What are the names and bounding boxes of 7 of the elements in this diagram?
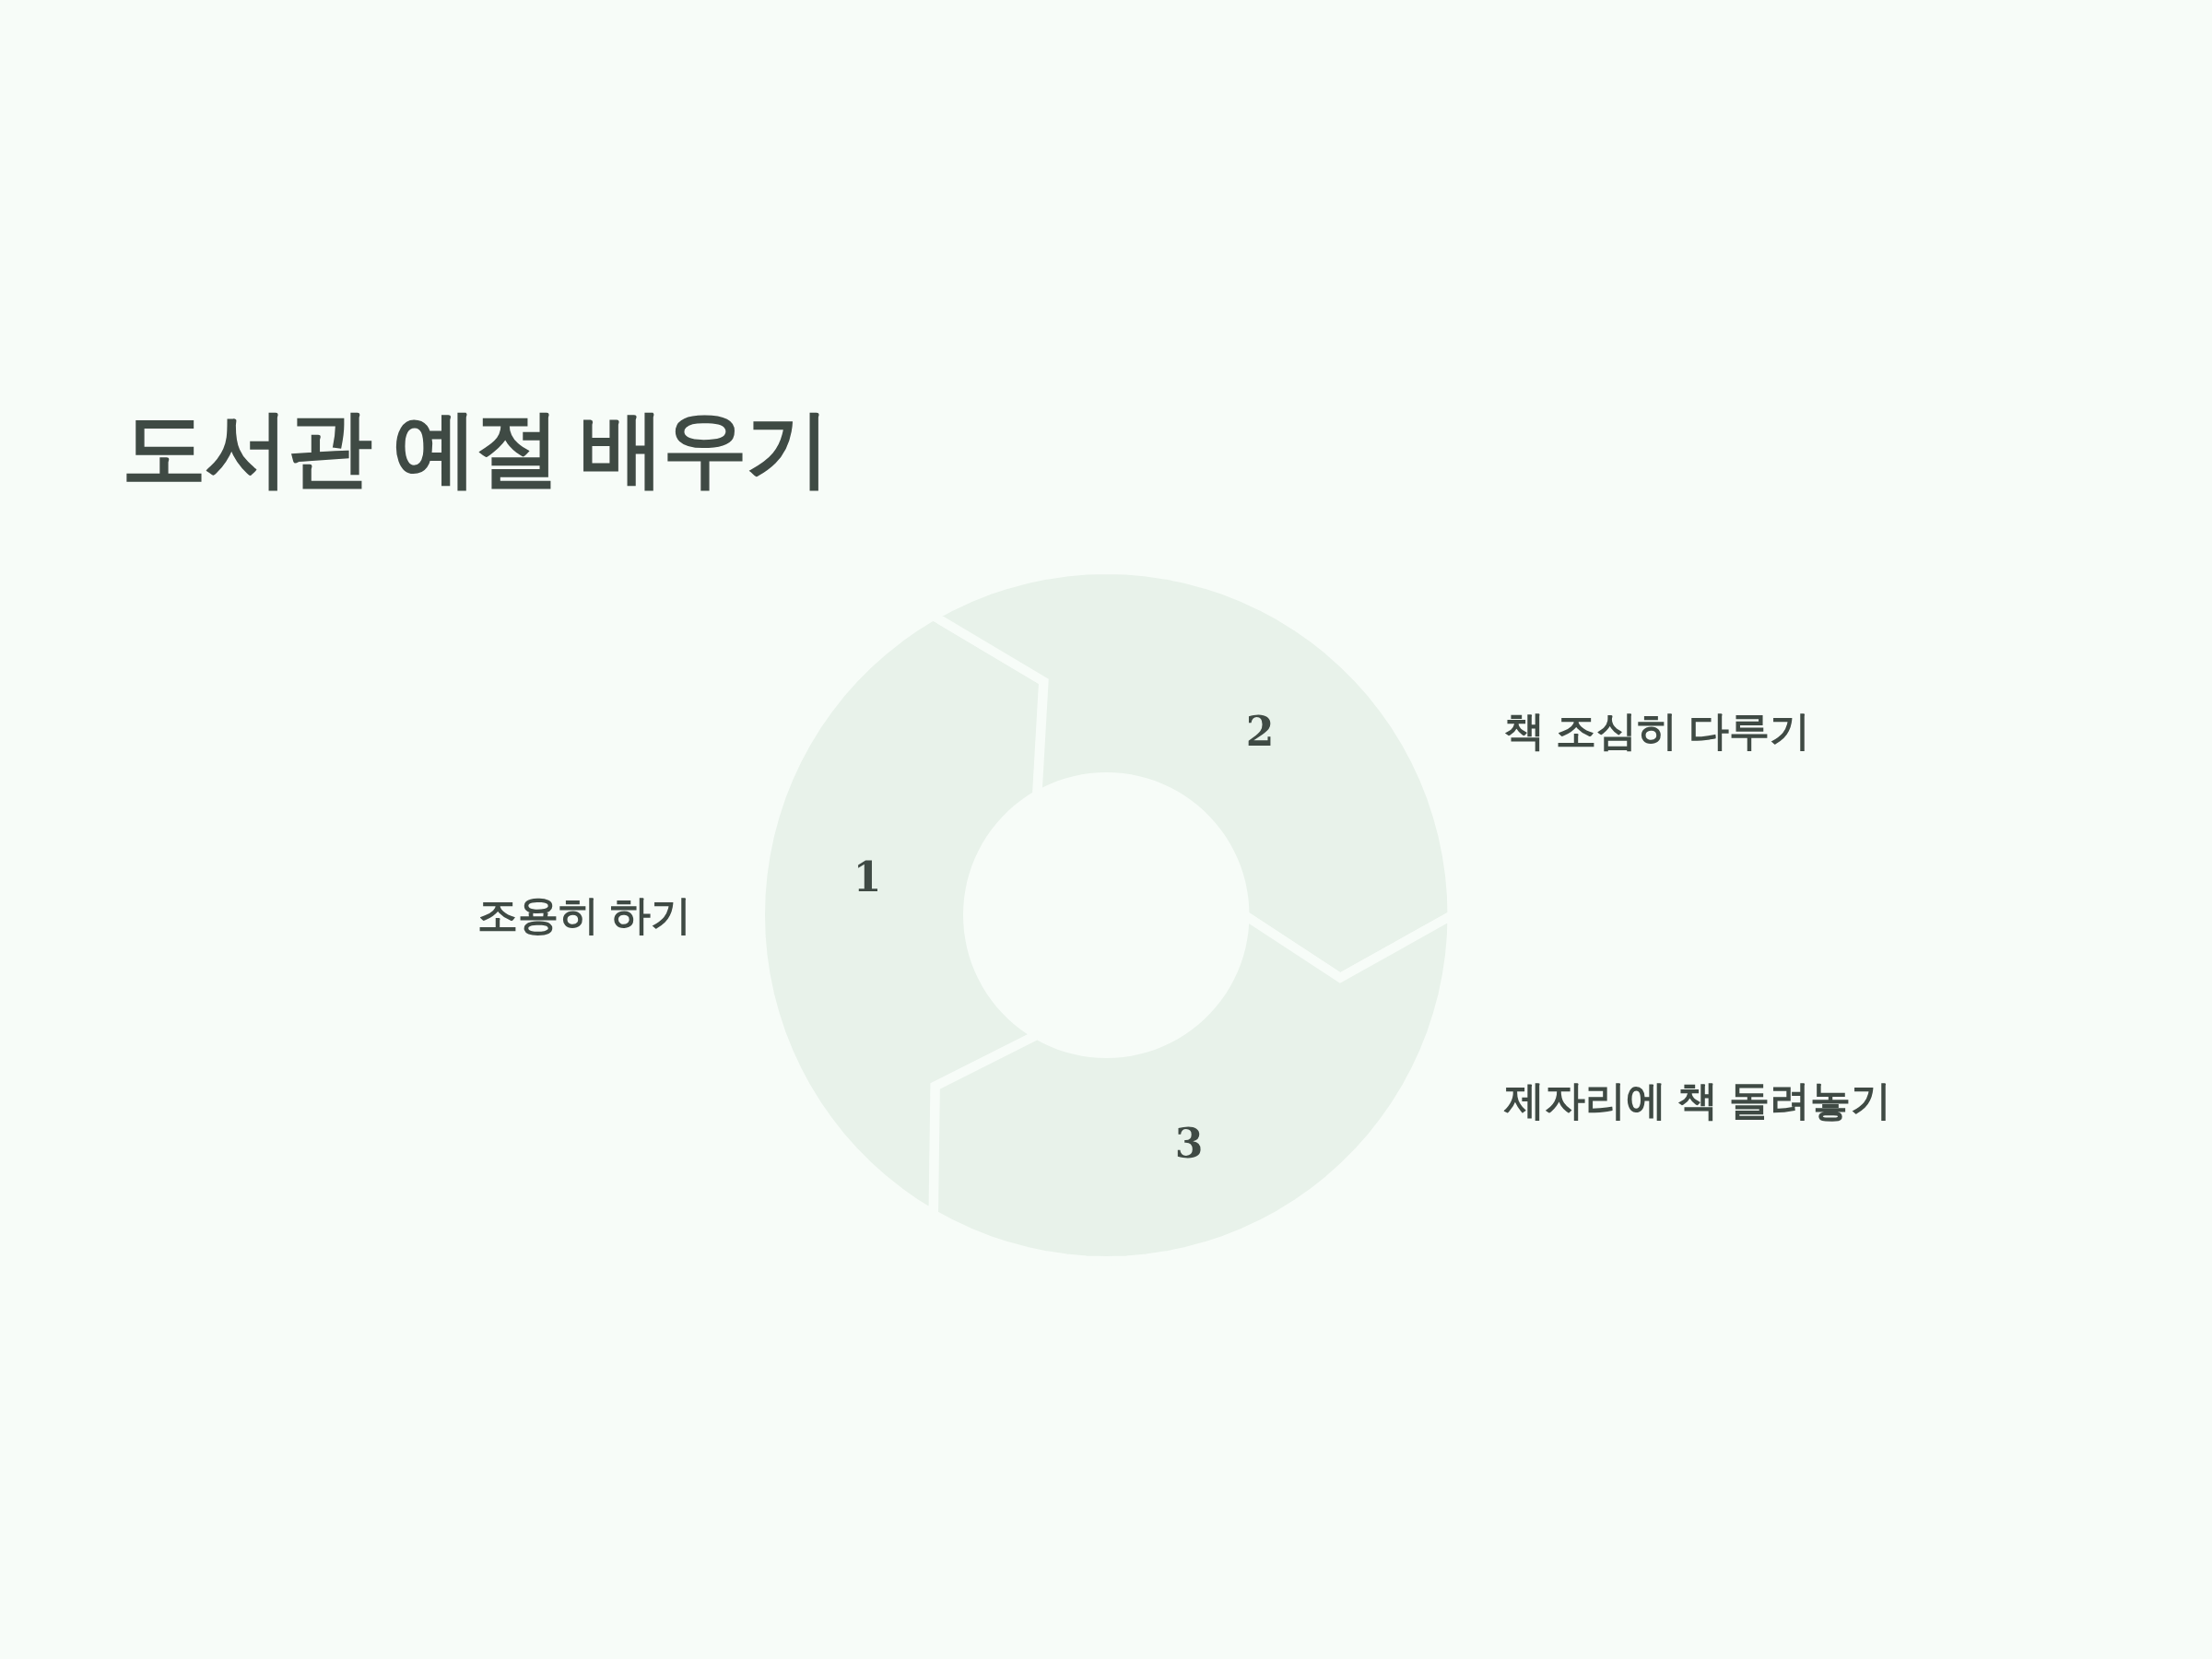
title: 도서관 예절 배우기 [122,400,830,497]
step-label: 책 조심히 다루기 [1504,708,1811,754]
step-number: 1 [853,857,882,898]
step-number: 3 [1174,1124,1204,1164]
step-number: 2 [1245,712,1275,752]
step-label: 제자리에 책 돌려놓기 [1504,1077,1892,1124]
step-label: 조용히 하기 [477,892,691,938]
